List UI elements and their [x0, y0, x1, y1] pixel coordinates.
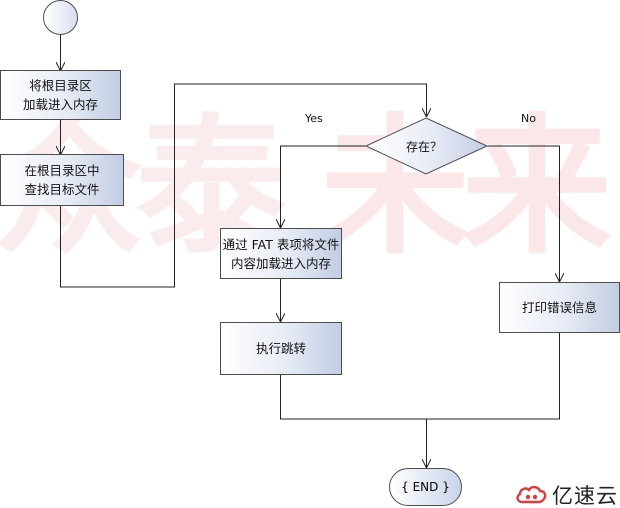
- step-find-target-file: 在根目录区中 查找目标文件: [0, 154, 124, 206]
- edge-label-yes: Yes: [305, 112, 323, 125]
- watermark-right: 未来: [320, 101, 612, 275]
- brand-logo-text: 亿速云: [552, 484, 618, 508]
- edge-jump-merge: [280, 333, 560, 420]
- end-node: { END }: [389, 468, 462, 506]
- brand-logo: 亿速云: [514, 480, 618, 508]
- step-execute-jump: 执行跳转: [220, 322, 342, 375]
- edge-label-no: No: [521, 112, 536, 125]
- edge-exists-yes: [281, 145, 366, 227]
- step-print-error: 打印错误信息: [499, 282, 620, 333]
- step-load-root-directory: 将根目录区 加载进入内存: [0, 70, 121, 120]
- decision-exists-label: 存在？: [406, 140, 443, 154]
- step-load-file-via-fat: 通过 FAT 表项将文件 内容加载进入内存: [220, 228, 342, 279]
- decision-diamond: [364, 117, 489, 175]
- cloud-logo-icon: [516, 485, 547, 504]
- edge-find-exists: [60, 83, 427, 288]
- edge-exists-no: [487, 145, 560, 281]
- start-node: [43, 0, 78, 35]
